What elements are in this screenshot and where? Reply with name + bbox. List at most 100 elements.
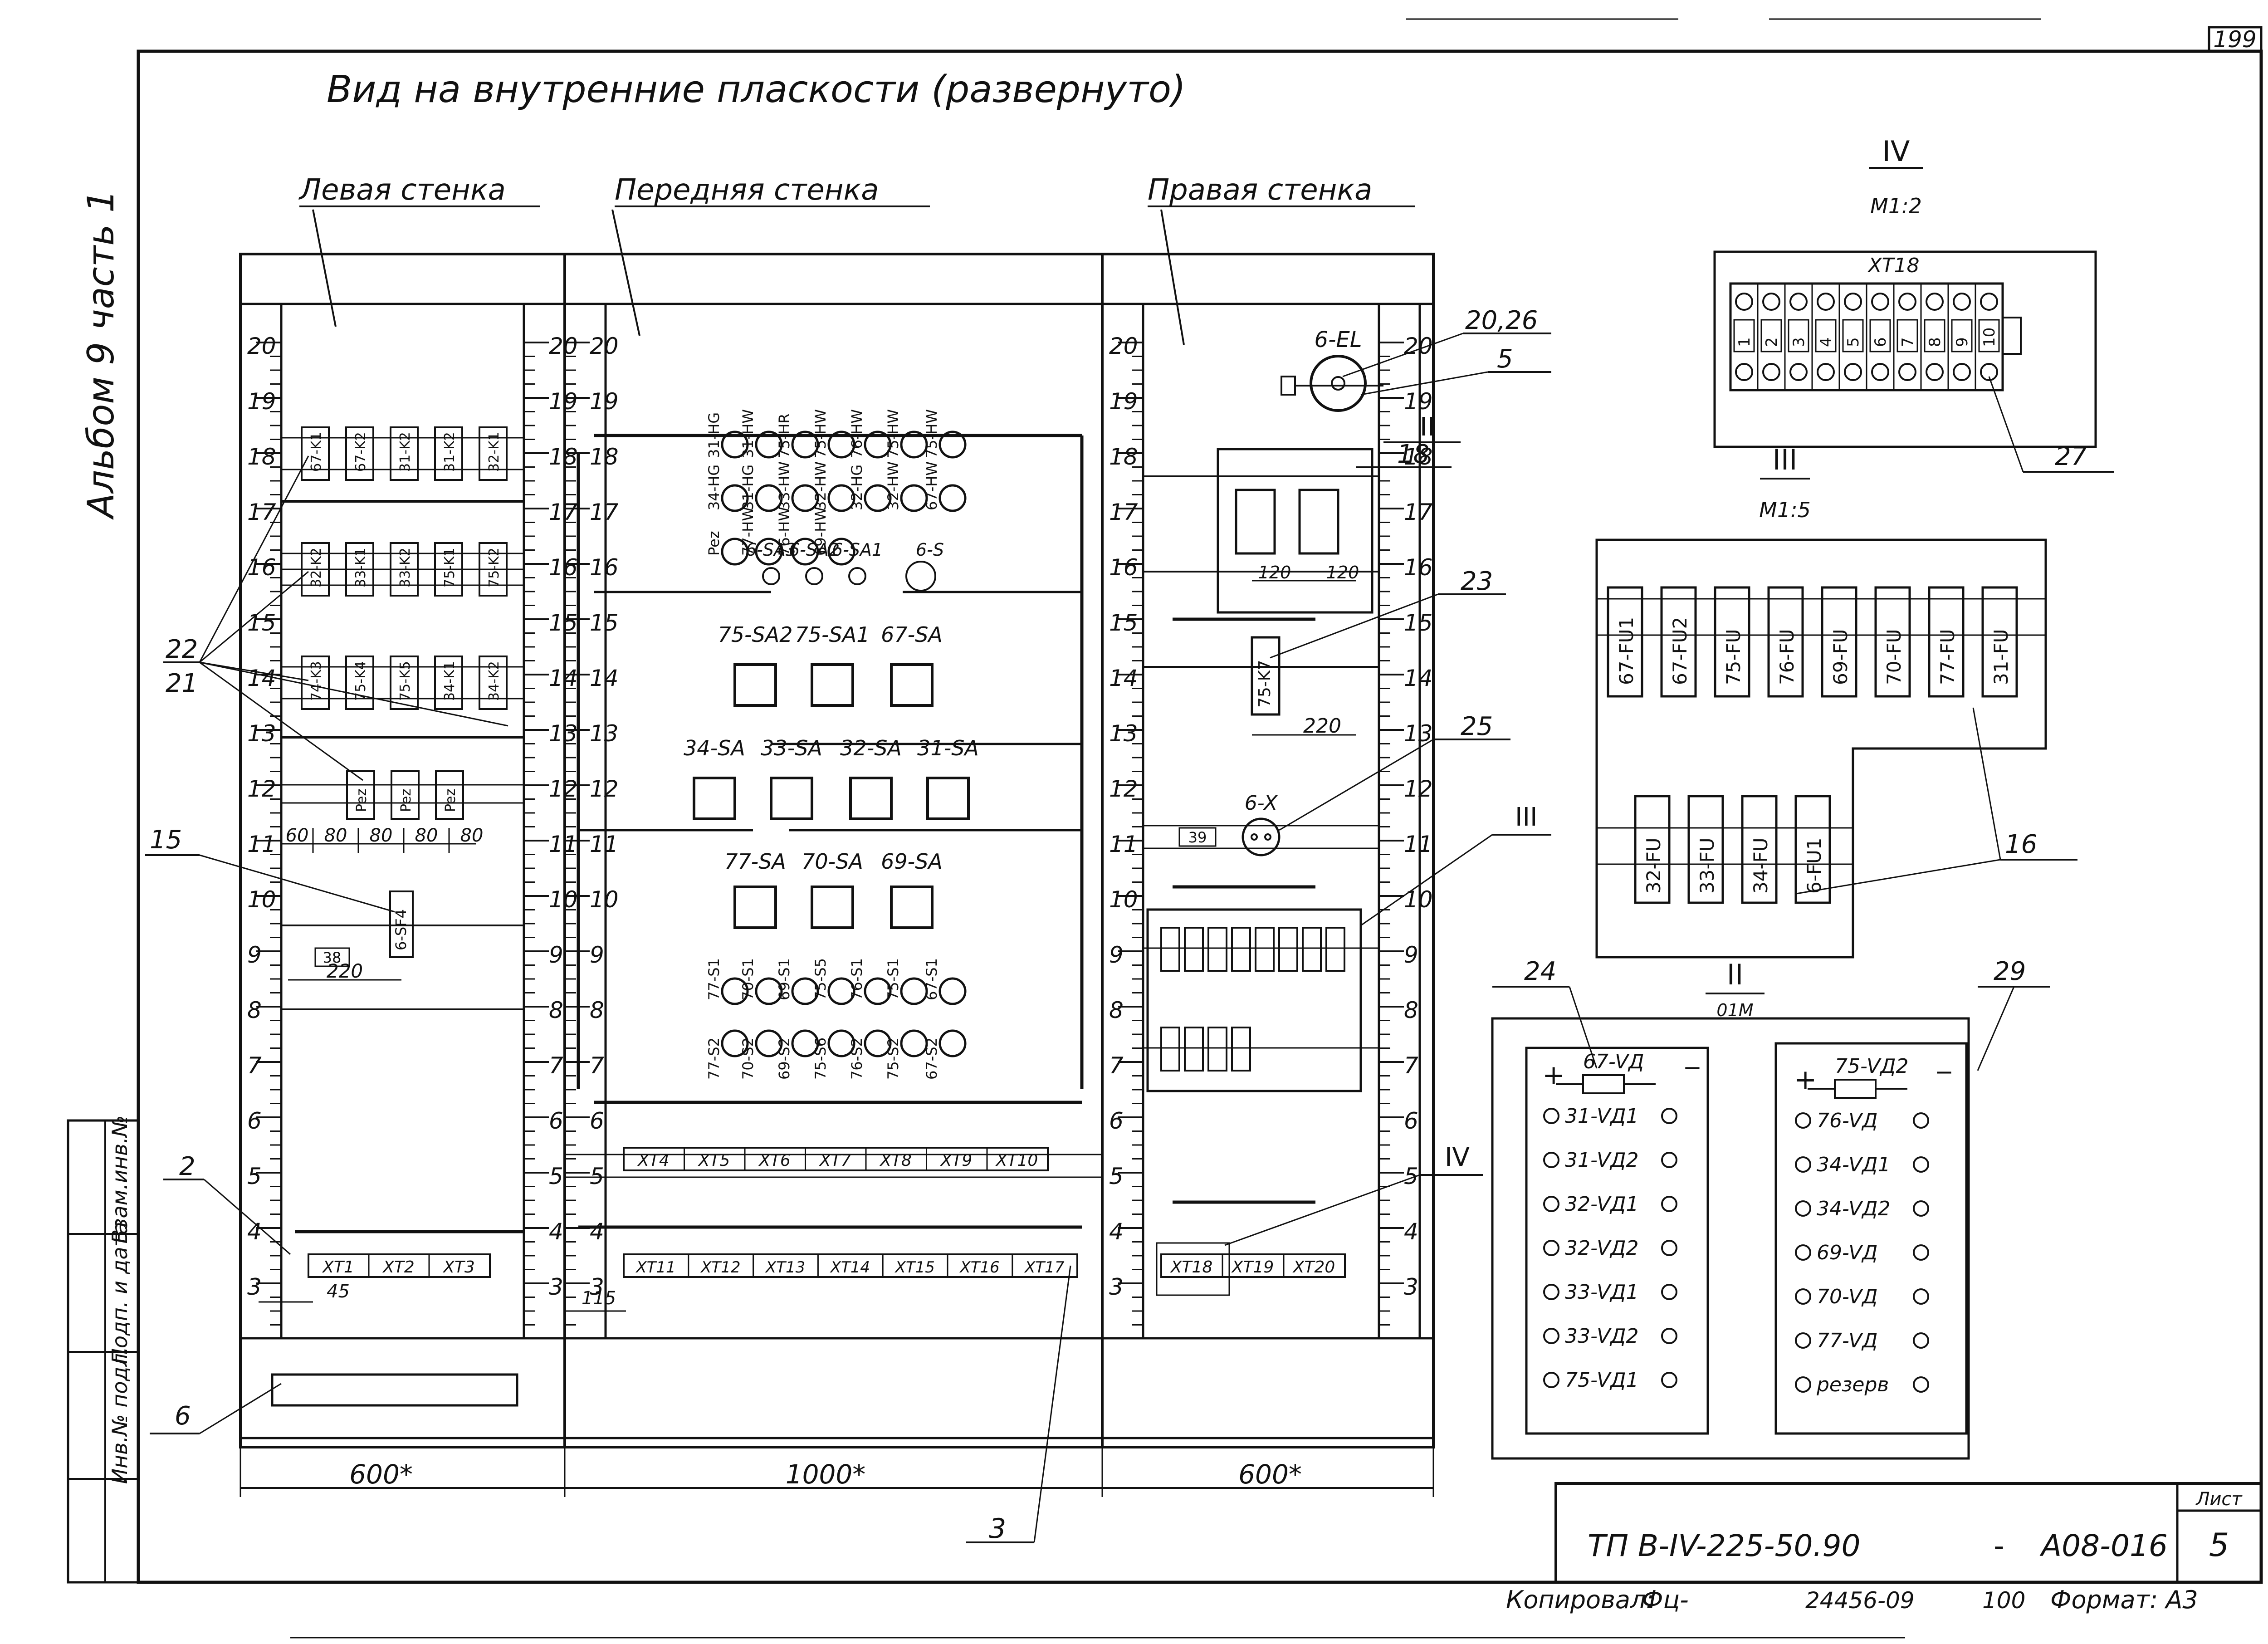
diode-label: 77-VД [1817, 1329, 1878, 1352]
diode-title: 75-VД2 [1835, 1055, 1909, 1078]
diode-label: 70-VД [1817, 1285, 1878, 1308]
scale-number: 5 [1109, 1163, 1124, 1189]
minus-sign: − [1683, 1054, 1702, 1081]
terminal-number: 5 [1844, 337, 1862, 347]
switch-box [770, 777, 813, 820]
push-button [721, 977, 749, 1005]
scale-number: 9 [549, 942, 563, 968]
small-switch [762, 567, 780, 585]
switch-box [811, 663, 854, 707]
resistor [1834, 1079, 1877, 1099]
fuse-label: 77-FU [1936, 629, 1959, 685]
scale-number: 10 [549, 886, 578, 913]
switch-box [890, 886, 934, 929]
plus-sign: + [1794, 1064, 1817, 1096]
leader [204, 1179, 291, 1255]
terminal-label: XT4 [637, 1151, 670, 1170]
switch-label: 70-SA [802, 849, 863, 874]
scale-number: 14 [247, 665, 276, 691]
scale-number: 19 [1109, 388, 1138, 415]
dim-label: 80 [460, 825, 484, 846]
scale-number: 19 [549, 388, 578, 415]
terminal-number: 8 [1926, 337, 1944, 347]
fuse [1207, 927, 1227, 972]
scale-number: 18 [1109, 444, 1138, 470]
terminal-number-box [1842, 319, 1864, 352]
lamp-label: 31-HG [705, 412, 723, 458]
dim-label: 220 [327, 960, 363, 982]
detail-iii-frame [1595, 538, 2047, 959]
push-button [755, 977, 783, 1005]
lamp [791, 538, 819, 566]
detail-ii-scale: 01M [1716, 1000, 1753, 1020]
lamp-label: Pez [705, 531, 723, 556]
diode-terminal [1913, 1288, 1929, 1305]
scale-number: 15 [247, 610, 276, 636]
sheet-frame [137, 49, 2263, 1584]
lamp [938, 484, 967, 512]
plus-sign: + [1542, 1059, 1565, 1091]
callout-20-26: 20,26 [1465, 306, 1538, 335]
leader [1270, 593, 1438, 659]
diode-panel-left [1525, 1047, 1709, 1435]
fuse-label: 34-FU [1750, 838, 1772, 894]
terminal-screw [1735, 293, 1753, 311]
fuse-label: 32-FU [1642, 838, 1665, 894]
lamp [900, 431, 928, 459]
leader [199, 661, 508, 727]
dim-label: 80 [370, 825, 393, 846]
fuse [1981, 586, 2018, 698]
dim-label: 38 [323, 949, 342, 966]
fuse [1794, 795, 1831, 904]
terminal-number-box [1815, 319, 1837, 352]
resistor [1582, 1074, 1625, 1094]
terminal-screw [1926, 293, 1944, 311]
relay-label: 75-K2 [486, 548, 502, 587]
dim-label: 60 [286, 825, 309, 846]
relay-box [1235, 489, 1276, 555]
scale-number: 6 [590, 1108, 604, 1134]
diode-terminal [1913, 1332, 1929, 1349]
lamp-6-el-center [1331, 376, 1345, 391]
callout-27: 27 [2055, 442, 2087, 471]
scale-number: 10 [1109, 886, 1138, 913]
push-button [938, 1029, 967, 1057]
fuse [1255, 927, 1275, 972]
diode-terminal [1661, 1372, 1677, 1388]
scale-number: 9 [1109, 942, 1124, 968]
scale-number: 7 [1404, 1052, 1418, 1079]
scale-number: 4 [1404, 1218, 1418, 1245]
detail-iv-label: IV [1882, 135, 1910, 168]
terminal-screw [1762, 363, 1780, 381]
terminal-number: 9 [1953, 337, 1971, 347]
diode-terminal [1913, 1244, 1929, 1261]
terminal-screw [1789, 293, 1808, 311]
diode-terminal [1795, 1156, 1811, 1173]
diode-terminal [1795, 1376, 1811, 1393]
terminal-screw [1735, 363, 1753, 381]
relay-box [345, 426, 374, 481]
switch-label: 34-SA [684, 736, 745, 760]
fuse [1928, 586, 1965, 698]
relay-label: 33-K2 [397, 548, 413, 587]
diode-terminal [1661, 1108, 1677, 1124]
terminal-number-box [1897, 319, 1918, 352]
push-button [791, 1029, 819, 1057]
button-label: 69-S2 [776, 1037, 793, 1080]
scale-number: 15 [1109, 610, 1138, 636]
diode-label: 31-VД2 [1565, 1149, 1639, 1172]
leader [1972, 707, 2001, 860]
fuse [1160, 927, 1180, 972]
lamp [791, 484, 819, 512]
diode-terminal [1543, 1240, 1559, 1256]
switch-label: 77-SA [724, 849, 786, 874]
dim-600-left: 600* [349, 1459, 413, 1490]
scale-number: 12 [549, 776, 578, 802]
scale-number: 14 [1404, 665, 1433, 691]
button-label: 69-S1 [776, 958, 793, 1000]
push-button [864, 977, 892, 1005]
terminal-label: XT6 [758, 1151, 791, 1170]
relay-label: 75-K7 [1256, 660, 1274, 708]
detail-iv-marker [1156, 1242, 1230, 1296]
leader-right [1160, 209, 1185, 345]
